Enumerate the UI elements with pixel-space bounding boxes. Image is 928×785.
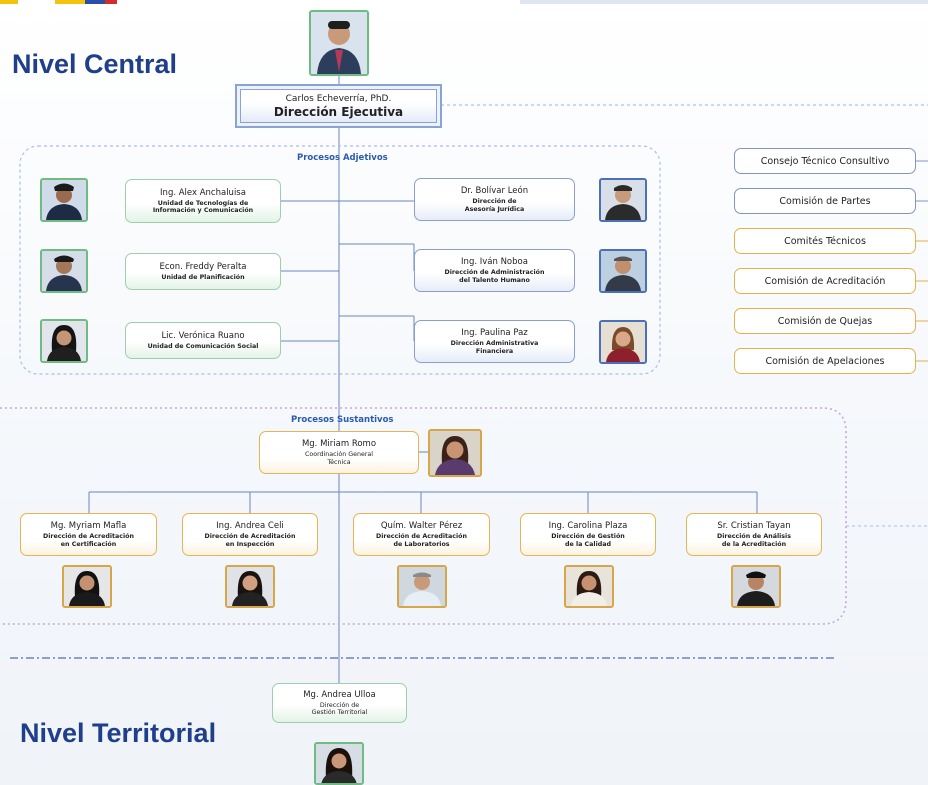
unit-name: Dirección Administrativa Financiera [450,340,539,355]
unit-name: Dirección de Acreditación en Inspección [204,533,296,548]
person-photo [40,178,88,222]
person-name: Ing. Iván Noboa [461,257,528,268]
adjective-left-box: Econ. Freddy Peralta Unidad de Planifica… [125,253,281,290]
unit-name: Unidad de Comunicación Social [147,342,259,350]
committee-item: Comisión de Quejas [734,308,916,334]
person-photo [62,565,112,608]
executive-name: Carlos Echeverría, PhD. [285,93,392,104]
adjective-right-box: Ing. Iván Noboa Dirección de Administrac… [414,249,575,292]
unit-name: Coordinación General Técnica [304,451,374,466]
header-strip [520,0,928,4]
person-name: Ing. Andrea Celi [216,521,284,532]
executive-photo [309,10,369,76]
person-photo [397,565,447,608]
unit-name: Dirección de Asesoría Jurídica [464,198,525,213]
unit-name: Dirección de Acreditación de Laboratorio… [376,533,467,548]
person-name: Econ. Freddy Peralta [159,261,247,272]
unit-name: Dirección de Análisis de la Acreditación [717,533,791,548]
director-box: Ing. Andrea Celi Dirección de Acreditaci… [182,513,318,556]
person-name: Mg. Myriam Mafla [50,521,127,532]
coordinator-photo [428,429,482,477]
person-name: Sr. Cristian Tayan [717,521,791,532]
person-photo [564,565,614,608]
unit-name: Dirección de Gestión de la Calidad [551,533,625,548]
substantive-title: Procesos Sustantivos [291,415,394,425]
adjective-title: Procesos Adjetivos [297,153,388,163]
committee-item: Comisión de Partes [734,188,916,214]
person-name: Ing. Alex Anchaluisa [160,187,246,198]
committee-item: Comisión de Apelaciones [734,348,916,374]
unit-name: Dirección de Administración del Talento … [444,269,545,284]
person-photo [314,742,364,785]
person-photo [225,565,275,608]
person-name: Mg. Andrea Ulloa [303,689,376,700]
unit-name: Unidad de Planificación [161,273,245,281]
person-name: Mg. Miriam Romo [301,439,377,450]
committee-item: Comités Técnicos [734,228,916,254]
flag-stripe [0,0,120,4]
person-name: Ing. Paulina Paz [461,328,528,339]
unit-name: Dirección de Acreditación en Certificaci… [43,533,134,548]
adjective-left-box: Lic. Verónica Ruano Unidad de Comunicaci… [125,322,281,359]
adjective-right-box: Ing. Paulina Paz Dirección Administrativ… [414,320,575,363]
person-name: Quím. Walter Pérez [380,521,463,532]
person-photo [40,319,88,363]
adjective-left-box: Ing. Alex Anchaluisa Unidad de Tecnologí… [125,179,281,223]
person-photo [599,249,647,293]
committee-item: Consejo Técnico Consultivo [734,148,916,174]
director-box: Ing. Carolina Plaza Dirección de Gestión… [520,513,656,556]
director-box: Quím. Walter Pérez Dirección de Acredita… [353,513,490,556]
committee-item: Comisión de Acreditación [734,268,916,294]
executive-box: Carlos Echeverría, PhD. Dirección Ejecut… [235,84,442,128]
director-box: Mg. Myriam Mafla Dirección de Acreditaci… [20,513,157,556]
person-name: Ing. Carolina Plaza [548,521,628,532]
unit-name: Unidad de Tecnologías de Información y C… [152,199,254,215]
territorial-box: Mg. Andrea Ulloa Dirección de Gestión Te… [272,683,407,723]
person-photo [599,178,647,222]
nivel-central-title: Nivel Central [12,49,178,79]
person-photo [731,565,781,608]
person-name: Dr. Bolívar León [460,186,529,197]
adjective-right-box: Dr. Bolívar León Dirección de Asesoría J… [414,178,575,221]
nivel-territorial-title: Nivel Territorial [20,718,217,748]
executive-role: Dirección Ejecutiva [273,104,404,119]
coordinator-box: Mg. Miriam Romo Coordinación General Téc… [259,431,419,474]
person-photo [40,249,88,293]
person-photo [599,320,647,364]
person-name: Lic. Verónica Ruano [161,330,245,341]
director-box: Sr. Cristian Tayan Dirección de Análisis… [686,513,822,556]
unit-name: Dirección de Gestión Territorial [311,701,368,717]
